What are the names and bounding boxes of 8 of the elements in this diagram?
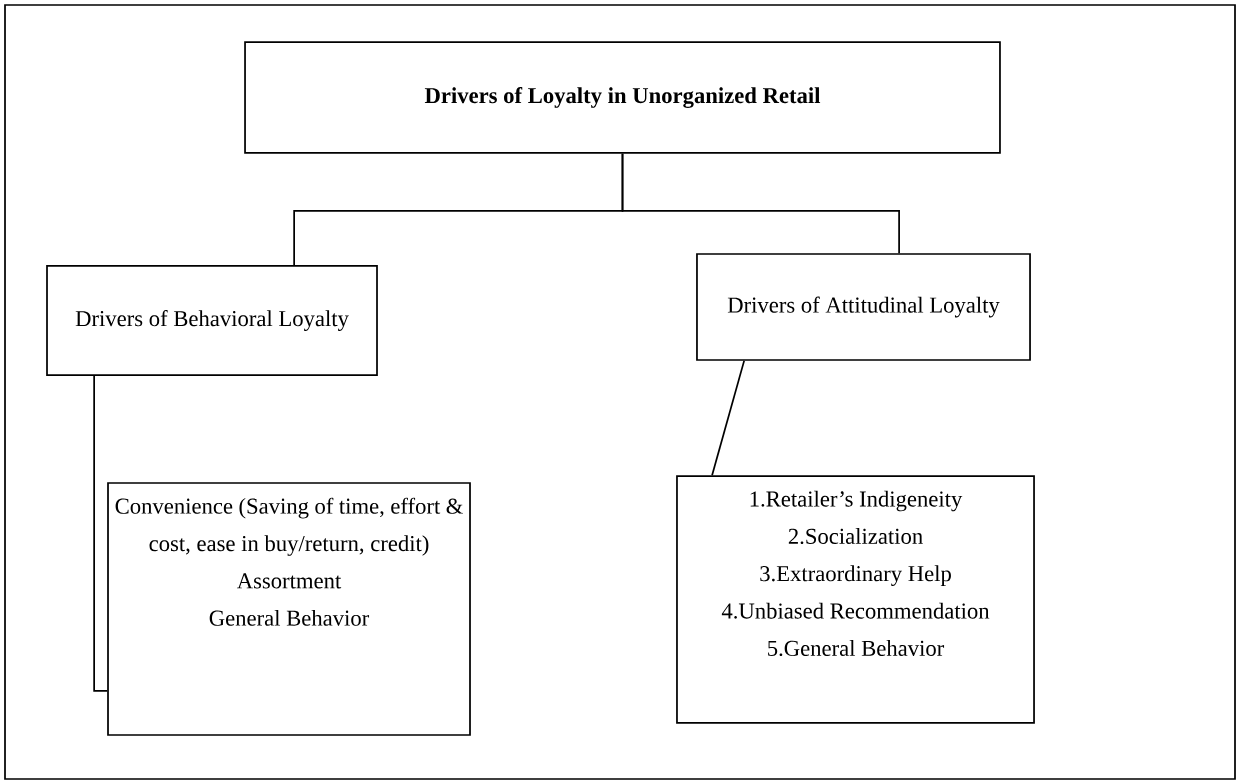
list-box: 1.Retailer’s Indigeneity 2.Socialization 3.Extraordinary Help 4.Unbiased Recommendation 5.General Behavior <box>676 475 1035 724</box>
category-box: Drivers of Behavioral Loyalty <box>46 265 378 376</box>
title-box: Drivers of Loyalty in Unorganized Retail <box>244 41 1001 154</box>
connector-line <box>711 360 745 477</box>
connector-line <box>93 375 108 692</box>
category-box: Drivers of Attitudinal Loyalty <box>696 253 1031 361</box>
connector-line <box>621 152 900 254</box>
list-box: Convenience (Saving of time, effort & cost, ease in buy/return, credit) Assortment General Behavior <box>107 482 471 736</box>
